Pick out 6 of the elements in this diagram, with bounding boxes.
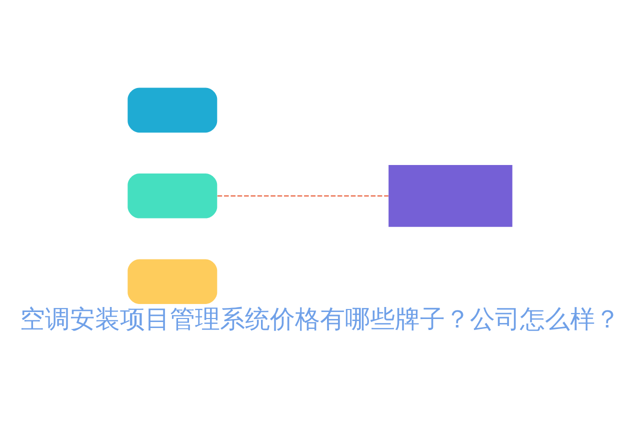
connector [217,195,388,196]
node-box [128,259,218,304]
node-box [128,88,218,133]
node-box [128,174,218,218]
node-box [388,164,512,227]
diagram-title: 空调安装项目管理系统价格有哪些牌子？公司怎么样？ [20,304,620,334]
